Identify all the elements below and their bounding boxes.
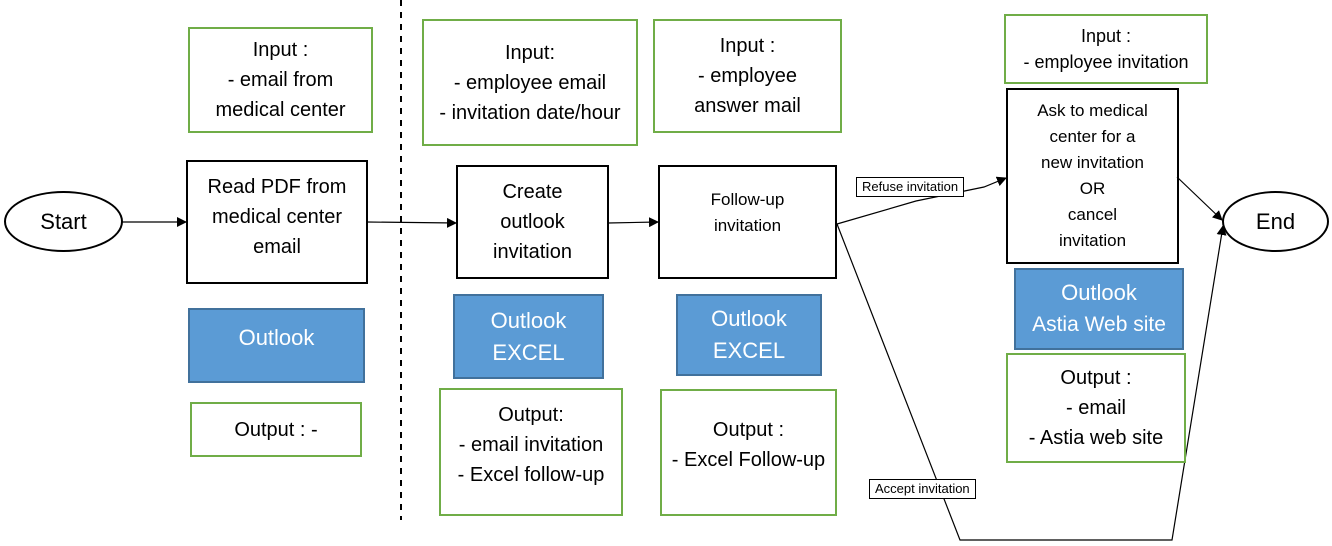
step2-input-line-2: - employee email — [453, 71, 607, 94]
step3-input-line-2: - employee — [698, 65, 797, 87]
step2-output-line-2: - email invitation — [458, 434, 604, 456]
start-label: Start — [40, 208, 87, 234]
step4-action-line-6: invitation — [1058, 231, 1127, 250]
step1-output-box: Output : - — [190, 402, 362, 457]
step4-output-line-3: - Astia web site — [1028, 427, 1164, 449]
step3-input-line-3: answer mail — [694, 95, 801, 117]
step4-action-line-3: new invitation — [1040, 153, 1144, 172]
step1-input-box: Input : - email from medical center — [188, 27, 373, 133]
step2-action-line-3: invitation — [493, 241, 572, 263]
refuse-invitation-label: Refuse invitation — [856, 177, 965, 197]
end-node: End — [1222, 191, 1329, 252]
step1-input-line-2: - email from — [227, 69, 334, 91]
step2-action-box: Create outlook invitation — [456, 165, 609, 279]
step1-action-box: Read PDF from medical center email — [186, 160, 368, 284]
step1-action-line-1: Read PDF from — [207, 176, 347, 198]
step3-input-line-1: Input : — [719, 35, 776, 57]
step2-output-line-1: Output: — [498, 404, 564, 426]
step4-action-line-2: center for a — [1049, 127, 1136, 146]
step1-action-line-2: medical center — [211, 206, 343, 228]
step1-action-line-3: email — [253, 236, 301, 258]
step4-tool-2: Astia Web site — [1032, 313, 1166, 336]
step3-action-box: Follow-up invitation — [658, 165, 837, 279]
step4-output-box: Output : - email - Astia web site — [1006, 353, 1186, 463]
step1-tool-1: Outlook — [238, 325, 315, 350]
step2-input-box: Input: - employee email - invitation dat… — [422, 19, 638, 146]
step4-tool-1: Outlook — [1061, 280, 1137, 305]
step1-tools-box: Outlook — [188, 308, 365, 383]
step3-output-box: Output : - Excel Follow-up — [660, 389, 837, 516]
step2-tool-2: EXCEL — [492, 339, 565, 365]
step4-tools-box: Outlook Astia Web site — [1014, 268, 1184, 350]
step2-action-line-2: outlook — [500, 211, 565, 233]
step4-action-line-4: OR — [1079, 179, 1106, 198]
step4-input-box: Input : - employee invitation — [1004, 14, 1208, 84]
start-node: Start — [4, 191, 123, 252]
step1-output-line-1: Output : - — [234, 418, 318, 441]
step4-output-line-2: - email — [1065, 397, 1126, 419]
step4-input-line-1: Input : — [1080, 26, 1132, 46]
step3-tool-1: Outlook — [711, 306, 787, 331]
arrow-ask-to-end — [1176, 176, 1223, 221]
step3-tools-box: Outlook EXCEL — [676, 294, 822, 376]
step3-tool-2: EXCEL — [712, 338, 786, 363]
step2-input-line-1: Input: — [504, 41, 556, 64]
step1-input-line-1: Input : — [252, 39, 309, 61]
step4-output-line-1: Output : — [1060, 367, 1132, 389]
arrow-accept-invitation — [836, 223, 1227, 541]
step2-output-line-3: - Excel follow-up — [457, 464, 605, 486]
step3-action-line-1: Follow-up — [710, 190, 785, 209]
step1-input-line-3: medical center — [215, 99, 346, 121]
step4-input-line-2: - employee invitation — [1023, 52, 1189, 72]
step2-action-line-1: Create — [502, 181, 563, 203]
step3-input-box: Input : - employee answer mail — [653, 19, 842, 133]
step2-output-box: Output: - email invitation - Excel follo… — [439, 388, 623, 516]
accept-invitation-label: Accept invitation — [869, 479, 976, 499]
step3-output-line-1: Output : — [712, 419, 785, 441]
step4-action-line-1: Ask to medical — [1037, 101, 1148, 120]
arrow-create-to-followup — [607, 217, 659, 228]
step2-input-line-3: - invitation date/hour — [439, 101, 621, 124]
arrow-read-to-create — [366, 217, 457, 228]
step3-action-line-2: invitation — [713, 216, 782, 235]
step2-tool-1: Outlook — [490, 307, 567, 333]
step2-tools-box: Outlook EXCEL — [453, 294, 604, 379]
end-label: End — [1255, 208, 1296, 234]
step4-action-line-5: cancel — [1067, 205, 1118, 224]
step3-output-line-2: - Excel Follow-up — [671, 449, 826, 471]
step4-action-box: Ask to medical center for a new invitati… — [1006, 88, 1179, 264]
